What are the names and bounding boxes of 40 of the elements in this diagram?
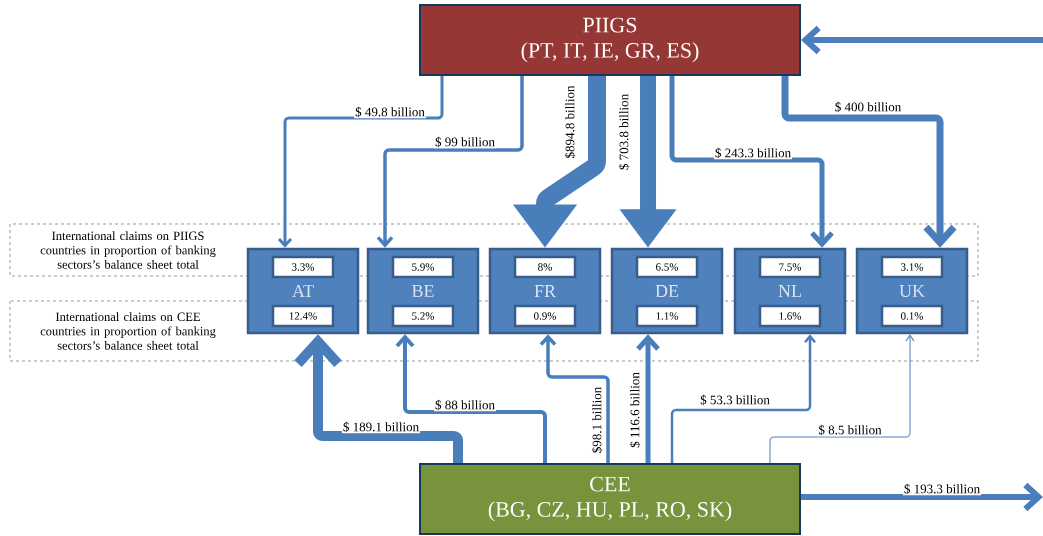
arrow: [277, 76, 444, 248]
value-box: 7.5%: [758, 255, 822, 279]
arrow: [636, 334, 660, 463]
edge-label: $ 99 billion: [434, 135, 496, 149]
value-box: 5.9%: [391, 255, 455, 279]
edge-label: $ 53.3 billion: [699, 393, 771, 407]
value-box: 1.1%: [635, 304, 699, 328]
edge-label: $ 193.3 billion: [902, 482, 982, 496]
value-box: 12.4%: [271, 304, 335, 328]
arrow: [801, 482, 1043, 512]
edge-label: $98.1 billion: [590, 385, 604, 455]
arrow: [395, 334, 547, 463]
arrow: [769, 334, 915, 464]
value-box: 0.9%: [513, 304, 577, 328]
edge-label: $ 189.1 billion: [341, 420, 421, 434]
edge-label: $ 116.6 billion: [628, 371, 642, 449]
region-box: CEE (BG, CZ, HU, PL, RO, SK): [419, 463, 801, 535]
value-box: 8%: [513, 255, 577, 279]
value-box: 1.6%: [758, 304, 822, 328]
arrow: [539, 334, 610, 463]
value-box: 3.1%: [880, 255, 944, 279]
value-box: 6.5%: [635, 255, 699, 279]
edge-label: $ 88 billion: [434, 398, 496, 412]
arrow: [670, 334, 816, 463]
edge-label: $ 8.5 billion: [817, 423, 883, 437]
edge-label: $ 243.3 billion: [713, 146, 793, 160]
value-box: 3.3%: [271, 255, 335, 279]
arrow: [801, 25, 1043, 55]
edge-label: $ 49.8 billion: [354, 105, 426, 119]
value-box: 0.1%: [880, 304, 944, 328]
row-caption: International claims on PIIGS countries in proportion of banking sectors’s balance sheet total: [40, 231, 216, 269]
edge-label: $894.8 billion: [563, 84, 577, 160]
arrow: [669, 76, 834, 248]
row-caption: International claims on CEE countries in proportion of banking sectors’s balance sheet total: [40, 312, 216, 350]
value-box: 5.2%: [391, 304, 455, 328]
arrow: [376, 76, 524, 248]
arrow: [294, 334, 463, 463]
region-box: PIIGS (PT, IT, IE, GR, ES): [419, 4, 801, 76]
edge-label: $ 400 billion: [833, 100, 903, 114]
edge-label: $ 703.8 billion: [617, 92, 631, 172]
